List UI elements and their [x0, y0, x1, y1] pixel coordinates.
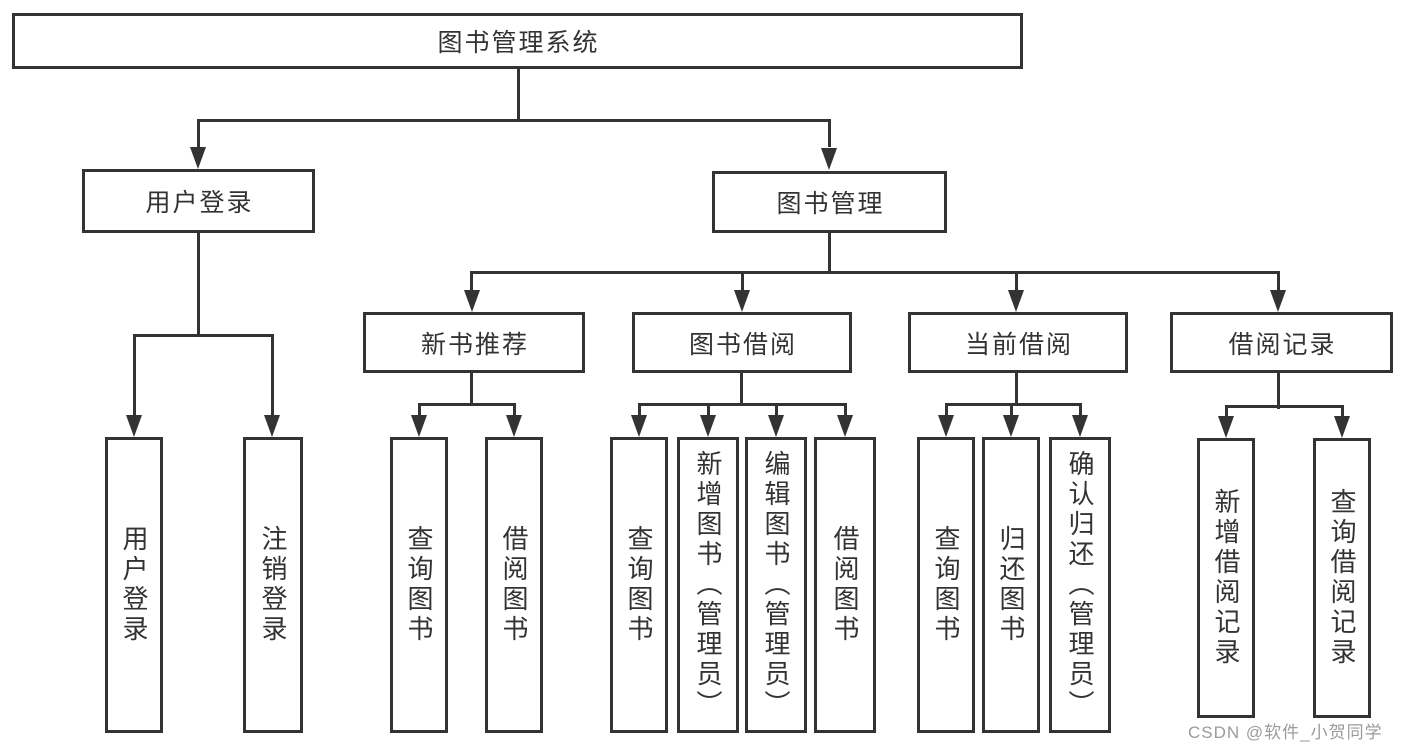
connector-line	[1225, 405, 1228, 416]
connector-line	[844, 403, 847, 415]
arrowhead-down-icon	[506, 415, 522, 437]
connector-line	[638, 403, 641, 415]
arrowhead-down-icon	[631, 415, 647, 437]
connector-line	[707, 403, 710, 415]
arrowhead-down-icon	[1334, 416, 1350, 438]
connector-line	[1015, 271, 1018, 290]
connector-line	[197, 231, 200, 337]
arrowhead-down-icon	[126, 415, 142, 437]
connector-line	[775, 403, 778, 415]
node-box-query-books-borrow: 查询图书	[610, 437, 668, 733]
node-box-query-borrow-record: 查询借阅记录	[1313, 438, 1371, 718]
arrowhead-down-icon	[837, 415, 853, 437]
connector-line	[741, 271, 744, 290]
connector-line	[1015, 371, 1018, 406]
connector-line	[418, 403, 421, 415]
connector-line	[418, 403, 516, 406]
connector-line	[471, 271, 1279, 274]
node-box-borrow-records: 借阅记录	[1170, 312, 1393, 373]
watermark-text: CSDN @软件_小贺同学	[1188, 723, 1383, 742]
arrowhead-down-icon	[464, 290, 480, 312]
connector-line	[513, 403, 516, 415]
arrowhead-down-icon	[264, 415, 280, 437]
node-box-return-books: 归还图书	[982, 437, 1040, 733]
connector-line	[470, 371, 473, 406]
connector-line	[945, 403, 1082, 406]
node-box-user-login-branch: 用户登录	[82, 169, 315, 233]
connector-line	[1277, 371, 1280, 409]
node-box-add-borrow-record: 新增借阅记录	[1197, 438, 1255, 718]
connector-line	[828, 231, 831, 273]
node-box-add-books-admin: 新增图书（管理员）	[677, 437, 739, 733]
arrowhead-down-icon	[1270, 290, 1286, 312]
arrowhead-down-icon	[768, 415, 784, 437]
arrowhead-down-icon	[1008, 290, 1024, 312]
connector-line	[197, 119, 200, 147]
node-box-book-borrow: 图书借阅	[632, 312, 852, 373]
node-box-borrow-books: 借阅图书	[814, 437, 876, 733]
node-box-edit-books-admin: 编辑图书（管理员）	[745, 437, 807, 733]
arrowhead-down-icon	[190, 147, 206, 169]
node-box-current-borrow: 当前借阅	[908, 312, 1128, 373]
arrowhead-down-icon	[1003, 415, 1019, 437]
node-box-new-book-recommend: 新书推荐	[363, 312, 585, 373]
connector-line	[740, 371, 743, 406]
node-box-query-books-recommend: 查询图书	[390, 437, 448, 733]
node-box-confirm-return-admin: 确认归还（管理员）	[1049, 437, 1111, 733]
arrowhead-down-icon	[411, 415, 427, 437]
connector-line	[271, 334, 274, 415]
connector-line	[1225, 405, 1344, 408]
connector-line	[197, 119, 830, 122]
connector-line	[470, 271, 473, 290]
connector-line	[945, 403, 948, 415]
node-box-root: 图书管理系统	[12, 13, 1023, 69]
arrowhead-down-icon	[938, 415, 954, 437]
connector-line	[517, 67, 520, 122]
node-box-logout: 注销登录	[243, 437, 303, 733]
arrowhead-down-icon	[734, 290, 750, 312]
connector-line	[1341, 405, 1344, 416]
arrowhead-down-icon	[1072, 415, 1088, 437]
arrowhead-down-icon	[1218, 416, 1234, 438]
connector-line	[1010, 403, 1013, 415]
node-box-user-login: 用户登录	[105, 437, 163, 733]
node-box-book-management: 图书管理	[712, 171, 947, 233]
arrowhead-down-icon	[821, 148, 837, 170]
connector-line	[638, 403, 847, 406]
arrowhead-down-icon	[700, 415, 716, 437]
connector-line	[133, 334, 274, 337]
connector-line	[828, 119, 831, 147]
connector-line	[1079, 403, 1082, 415]
node-box-query-books-current: 查询图书	[917, 437, 975, 733]
connector-line	[1277, 271, 1280, 290]
connector-line	[133, 334, 136, 415]
node-box-borrow-books-recommend: 借阅图书	[485, 437, 543, 733]
